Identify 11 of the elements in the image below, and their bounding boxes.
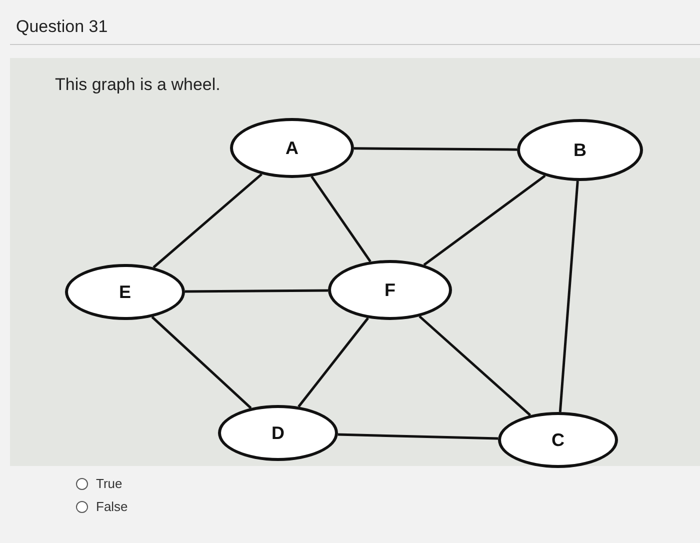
edge-line (558, 180, 579, 412)
page-title: Question 31 (16, 16, 108, 38)
edge-line (310, 176, 372, 262)
question-text: This graph is a wheel. (55, 74, 220, 96)
option-label: False (96, 498, 128, 516)
edge-line (184, 289, 328, 293)
edge-line (338, 433, 498, 440)
edge-line (354, 147, 518, 151)
edge-line (423, 174, 546, 266)
edge-line (298, 317, 370, 408)
option-label: True (96, 475, 122, 493)
